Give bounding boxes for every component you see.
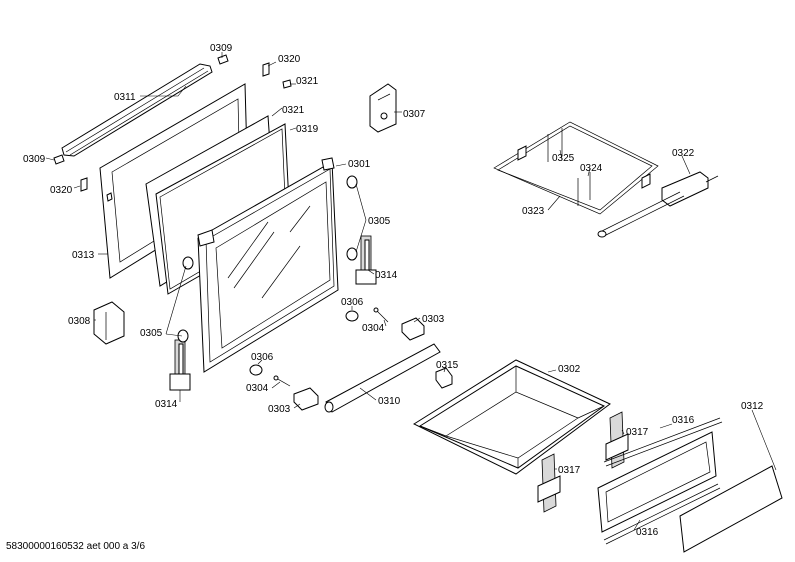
door-handle-bar: [324, 343, 441, 413]
bushing-0305-c: [182, 256, 194, 270]
label-0304-left: 0304: [246, 383, 269, 394]
washer-0306-left: [249, 364, 263, 376]
label-0303-left: 0303: [268, 404, 291, 415]
label-0309-top: 0309: [210, 43, 233, 54]
drawer-runner-bottom: [603, 483, 721, 545]
drawer-inner-frame: [597, 431, 717, 533]
oven-sensor-0322: [597, 171, 719, 238]
label-0303-right: 0303: [422, 314, 445, 325]
label-0307: 0307: [403, 109, 426, 120]
clip-0309-left: [53, 154, 65, 165]
label-0322: 0322: [672, 148, 695, 159]
label-0305-left: 0305: [140, 328, 163, 339]
baking-tray: [412, 359, 611, 475]
door-top-trim-strip: [61, 63, 213, 157]
label-0317-left: 0317: [558, 465, 581, 476]
label-0320-top: 0320: [278, 54, 301, 65]
label-0317-right: 0317: [626, 427, 649, 438]
door-hinge-right: [355, 235, 377, 285]
label-0314-right: 0314: [375, 270, 398, 281]
label-0301: 0301: [348, 159, 371, 170]
label-0305-right: 0305: [368, 216, 391, 227]
callout-labels: 0309 0320 0321 0311 0321 0319 0307 0309 …: [23, 43, 764, 538]
label-0321-mid: 0321: [282, 105, 305, 116]
label-0306-right: 0306: [341, 297, 364, 308]
drawer-rail-left: [537, 453, 561, 513]
label-0316-top: 0316: [672, 415, 695, 426]
label-0313: 0313: [72, 250, 95, 261]
label-0324: 0324: [580, 163, 603, 174]
bracket-0320-top: [262, 62, 270, 77]
label-0304-right: 0304: [362, 323, 385, 334]
label-0312: 0312: [741, 401, 764, 412]
door-hinge-left: [169, 339, 191, 391]
label-0314-left: 0314: [155, 399, 178, 410]
label-0320-left: 0320: [50, 185, 73, 196]
drawer-runner-top: [603, 417, 723, 467]
oven-wire-shelf: [493, 121, 659, 215]
label-0306-left: 0306: [251, 352, 274, 363]
side-panel-0308: [93, 301, 125, 345]
label-0308: 0308: [68, 316, 91, 327]
bushing-0305-a: [346, 175, 358, 189]
label-0311: 0311: [114, 92, 136, 103]
label-0321-top: 0321: [296, 76, 319, 87]
label-0310: 0310: [378, 396, 401, 407]
label-0316-bottom: 0316: [636, 527, 659, 538]
bushing-0305-d: [177, 329, 189, 343]
screw-0321-top: [282, 79, 292, 89]
label-0315: 0315: [436, 360, 459, 371]
washer-0306-right: [345, 310, 359, 322]
clip-0309-top: [217, 54, 229, 65]
bushing-0305-b: [346, 247, 358, 261]
handle-mount-0303-left: [293, 387, 319, 411]
document-footer: 58300000160532 aet 000 a 3/6: [6, 541, 146, 552]
bracket-0307: [369, 83, 397, 133]
drawer-rail-right: [605, 411, 629, 469]
screw-0304-left: [273, 375, 291, 387]
handle-mount-0303-right: [401, 317, 425, 341]
drawer-front-panel: [679, 465, 783, 553]
clip-0315: [435, 367, 453, 389]
bracket-0320-left: [80, 177, 88, 192]
label-0325: 0325: [552, 153, 575, 164]
label-0319: 0319: [296, 124, 319, 135]
leader-lines: [45, 52, 777, 531]
screw-0304-right: [373, 307, 389, 323]
label-0309-left: 0309: [23, 154, 46, 165]
label-0302: 0302: [558, 364, 581, 375]
label-0323: 0323: [522, 206, 545, 217]
oven-door-frame: [197, 157, 339, 373]
